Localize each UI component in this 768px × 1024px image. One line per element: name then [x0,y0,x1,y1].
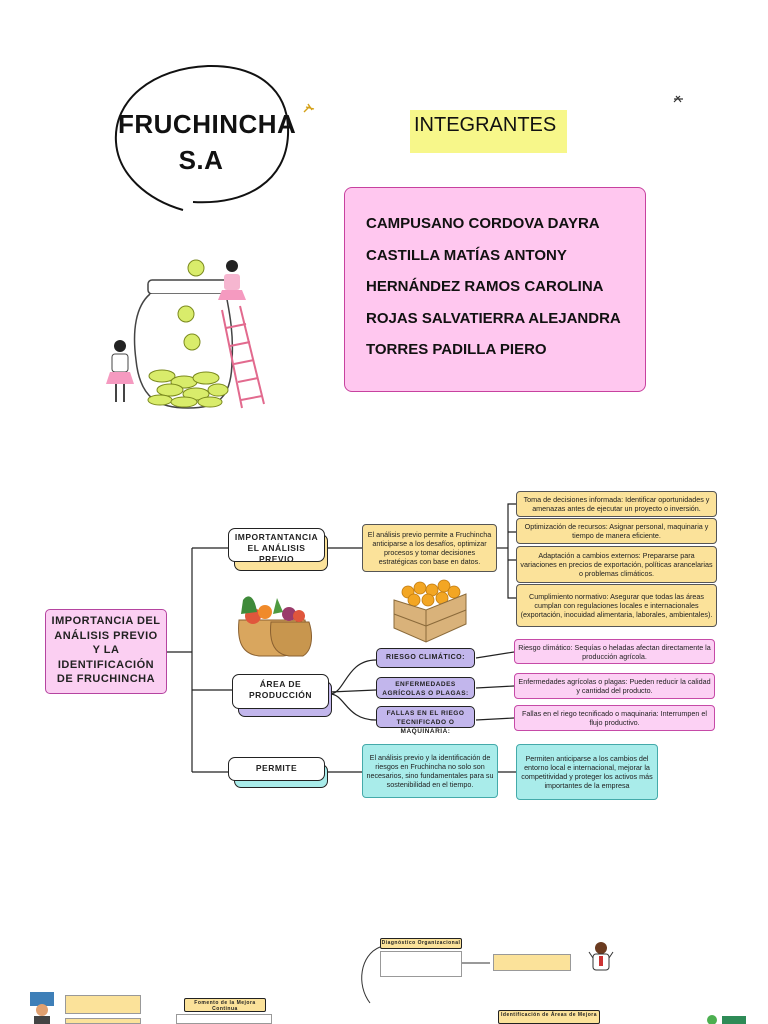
plant-illustration [707,1015,746,1024]
coin-jar-illustration [106,259,265,409]
branch-importancia: IMPORTANTANCIA EL ANÁLISIS PREVIO [228,528,325,564]
produce-sacks-illustration [238,596,312,657]
member-name: HERNÁNDEZ RAMOS CAROLINA [366,278,604,295]
detail-climatico: Riesgo climático: Sequías o heladas afec… [514,639,715,664]
bottom-text-block [380,951,462,977]
member-name: TORRES PADILLA PIERO [366,341,547,358]
bottom-node-areas: Identificación de Áreas de Mejora [498,1010,600,1024]
bottom-text-block [65,1018,141,1024]
title-circle-doodle [114,64,290,211]
branch-produccion: ÁREA DE PRODUCCIÓN [232,674,329,709]
sparkle-icon [303,103,315,113]
concept-map-connectors [166,503,516,773]
bottom-node-diagnostico: Diagnóstico Organizacional [380,938,462,949]
fruit-crate-illustration [393,579,467,643]
point-recursos: Optimización de recursos: Asignar person… [516,518,717,544]
risk-riego: FALLAS EN EL RIEGO TECNIFICADO O MAQUINA… [376,706,475,735]
result-permite: Permiten anticiparse a los cambios del e… [516,744,658,800]
detail-riego: Fallas en el riego tecnificado o maquina… [514,705,715,731]
point-normativo: Cumplimiento normativo: Asegurar que tod… [516,584,717,627]
point-adaptacion: Adaptación a cambios externos: Preparars… [516,546,717,583]
members-list: CAMPUSANO CORDOVA DAYRA CASTILLA MATÍAS … [344,187,646,392]
bottom-text-block [493,954,571,971]
summary-importancia: El análisis previo permite a Fruchincha … [362,524,497,572]
point-decisiones: Toma de decisiones informada: Identifica… [516,491,717,517]
risk-climatico: RIESGO CLIMÁTICO: [376,648,475,668]
detail-plagas: Enfermedades agrícolas o plagas: Pueden … [514,673,715,699]
root-node: IMPORTANCIA DEL ANÁLISIS PREVIO Y LA IDE… [45,609,167,694]
sparkle-icon [673,95,683,103]
member-name: CAMPUSANO CORDOVA DAYRA [366,215,600,232]
risk-plagas: ENFERMEDADES AGRÍCOLAS O PLAGAS: [376,677,475,699]
person-illustration [30,992,54,1024]
bottom-node-mejora: Fomento de la Mejora Continua [184,998,266,1012]
member-name: ROJAS SALVATIERRA ALEJANDRA [366,309,621,327]
bottom-text-block [65,995,141,1014]
branch-permite: PERMITE [228,757,325,781]
company-title: FRUCHINCHA S.A [118,109,297,175]
bottom-map-connector [361,946,490,1004]
bottom-text-block [176,1014,272,1024]
person-illustration [588,942,614,971]
summary-permite: El análisis previo y la identificación d… [362,744,498,798]
integrantes-label: INTEGRANTES [410,110,567,153]
member-name: CASTILLA MATÍAS ANTONY [366,246,567,264]
